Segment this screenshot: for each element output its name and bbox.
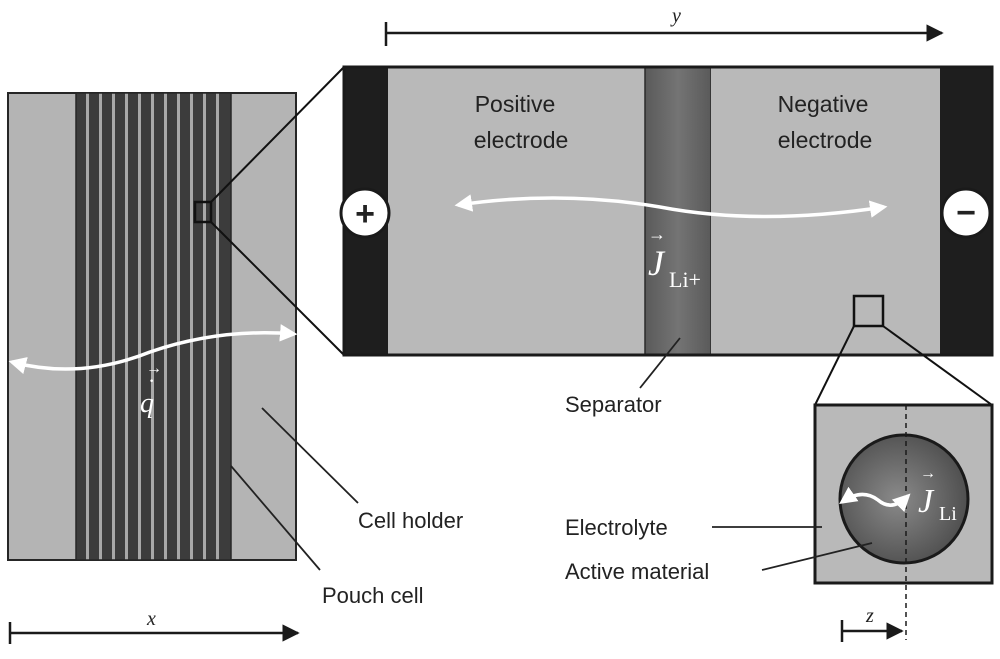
li-flux-arrow [839,486,911,513]
zoom-box-electrode [852,294,885,328]
zoom-box-cell [193,200,213,224]
y-axis-label: y [670,5,681,27]
particle-inset [813,403,994,640]
li-flux-subscript: Li [939,503,957,525]
zoom-line-left [814,325,855,406]
li-flux-symbol: J [918,483,935,520]
heat-flux-arrow [8,324,298,375]
heat-flux-arrow-over: → [146,360,162,377]
positive-electrode-label-1: Positive [475,91,556,117]
z-axis-label: z [865,605,874,627]
li-flux-arrow-over: → [920,465,936,482]
negative-terminal-icon: − [940,187,992,239]
cell-holder-leader [261,407,359,504]
separator-leader [639,337,681,389]
zoom-line-bottom [210,221,345,356]
cell-sandwich [342,65,994,357]
pouch-cell-label: Pouch cell [322,583,424,608]
zoom-line-top [210,66,345,203]
positive-electrode-label-2: electrode [474,127,569,153]
active-material-leader [761,542,873,571]
li-ion-flux-symbol: J [648,243,666,283]
active-material-label: Active material [565,559,709,584]
pouch-cell-stack [75,92,232,561]
svg-text:+: + [355,195,375,233]
x-axis-label: x [146,608,156,630]
li-ion-flux-arrow [454,194,888,219]
heat-flux-dot: · [148,368,155,393]
svg-text:−: − [956,194,976,232]
pouch-cell-leader [230,465,321,571]
cell-holder-label: Cell holder [358,508,463,533]
negative-electrode-label-1: Negative [778,91,869,117]
separator-label: Separator [565,392,662,417]
zoom-line-right [882,325,993,406]
heat-flux-symbol: q [140,388,154,419]
electrolyte-label: Electrolyte [565,515,668,540]
li-ion-flux-arrow-over: → [648,224,666,244]
li-ion-flux-subscript: Li+ [669,267,701,292]
negative-electrode-label-2: electrode [778,127,873,153]
positive-terminal-icon: + [339,187,391,239]
